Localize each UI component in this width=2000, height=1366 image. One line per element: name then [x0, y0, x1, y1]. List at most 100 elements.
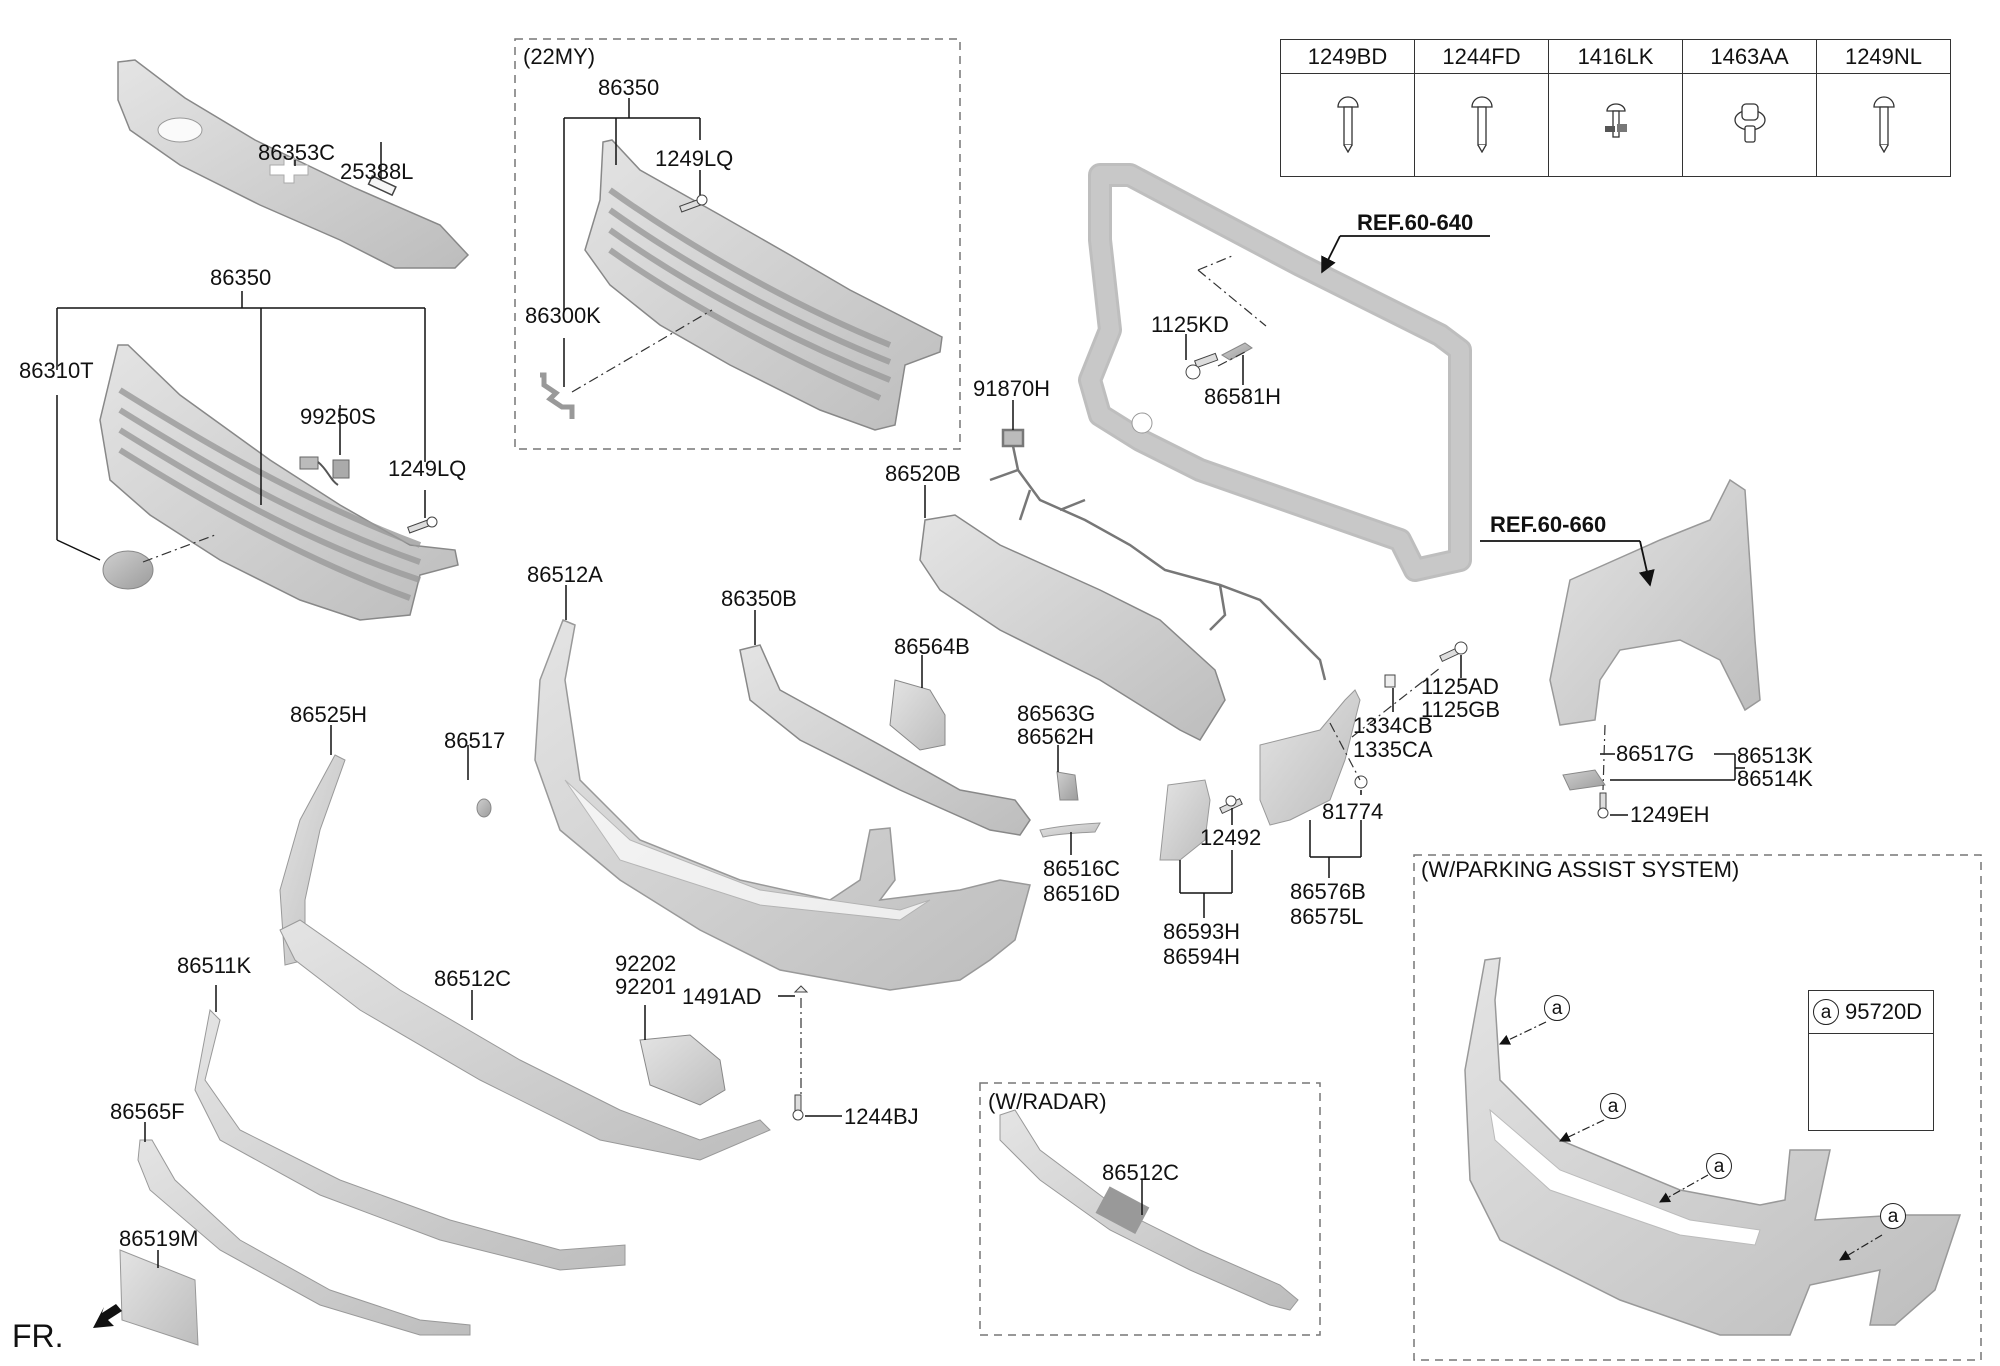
part-86563g-bracket[interactable]	[1056, 771, 1079, 801]
part-86310t-emblem[interactable]	[102, 550, 154, 590]
part-label-86353c[interactable]: 86353C	[258, 140, 336, 165]
part-label-86350[interactable]: 86350	[210, 265, 272, 290]
part-label-86564b[interactable]: 86564B	[894, 634, 970, 659]
part-label-1249lq-22my[interactable]: 1249LQ	[655, 146, 734, 171]
part-label-99250s[interactable]: 99250S	[300, 404, 376, 429]
part-86517-plug[interactable]	[476, 798, 492, 818]
part-label-86512c-radar[interactable]: 86512C	[1102, 1160, 1180, 1185]
part-label-86512c[interactable]: 86512C	[434, 966, 512, 991]
part-1125kd-bolt[interactable]	[1185, 352, 1219, 380]
sensor-callout-a[interactable]: a	[1880, 1203, 1906, 1229]
part-1249eh-screw[interactable]	[1597, 792, 1609, 819]
part-label-86565f[interactable]: 86565F	[110, 1099, 185, 1124]
part-ref-60-660-fender[interactable]	[1549, 478, 1761, 726]
fastener-cell-1463aa[interactable]	[1682, 73, 1817, 177]
part-label-86514k[interactable]: 86514K	[1737, 766, 1813, 791]
part-label-86517[interactable]: 86517	[444, 728, 506, 753]
fastener-cell-1249nl[interactable]	[1816, 73, 1951, 177]
sensor-callout-a[interactable]: a	[1544, 995, 1570, 1021]
part-label-1244bj[interactable]: 1244BJ	[844, 1104, 919, 1129]
part-86512c-lower-grille[interactable]	[279, 919, 771, 1161]
part-label-91870h[interactable]: 91870H	[973, 376, 1051, 401]
part-label-86300k[interactable]: 86300K	[525, 303, 601, 328]
part-label-86576b[interactable]: 86576B	[1290, 879, 1366, 904]
sensor-callout-a[interactable]: a	[1706, 1153, 1732, 1179]
fastener-header: 1463AA	[1682, 39, 1817, 74]
part-99250s-camera[interactable]	[299, 456, 350, 486]
part-12492-screw[interactable]	[1219, 795, 1243, 815]
part-label-1334cb[interactable]: 1334CB	[1353, 713, 1433, 738]
part-1249lq-screw[interactable]	[407, 516, 438, 534]
part-label-86594h[interactable]: 86594H	[1163, 944, 1241, 969]
part-label-1249lq[interactable]: 1249LQ	[388, 456, 467, 481]
part-86516c-trim[interactable]	[1039, 822, 1101, 838]
part-81774-clip[interactable]	[1354, 775, 1368, 789]
part-86581h-bracket[interactable]	[1220, 342, 1253, 361]
fastener-cell-1244fd[interactable]	[1414, 73, 1549, 177]
part-label-1125kd[interactable]: 1125KD	[1151, 312, 1229, 337]
part-label-92202[interactable]: 92202	[615, 951, 677, 976]
part-25388l-label[interactable]	[367, 174, 397, 197]
fr-arrow-icon	[93, 1304, 122, 1328]
part-label-86562h[interactable]: 86562H	[1017, 724, 1095, 749]
part-1125ad-bolt[interactable]	[1439, 641, 1468, 663]
ref-arrows	[1321, 235, 1655, 587]
sensor-callout-a[interactable]: a	[1600, 1093, 1626, 1119]
part-1249lq-screw-22my[interactable]	[679, 194, 708, 213]
part-label-1335ca[interactable]: 1335CA	[1353, 737, 1433, 762]
part-86300k-emblem-22my[interactable]	[540, 372, 575, 419]
part-label-1125gb[interactable]: 1125GB	[1421, 697, 1501, 722]
part-86593h-side-garnish[interactable]	[1159, 779, 1211, 861]
part-86513k-bracket[interactable]	[1562, 769, 1606, 791]
part-label-1125ad[interactable]: 1125AD	[1421, 674, 1499, 699]
part-label-86581h[interactable]: 86581H	[1204, 384, 1282, 409]
part-label-1249eh[interactable]: 1249EH	[1630, 802, 1710, 827]
fastener-reference-table: 1249BD 1244FD 1416LK 1463AA 1249NL	[1280, 39, 1951, 177]
fastener-header: 1249NL	[1816, 39, 1951, 74]
part-label-86512a[interactable]: 86512A	[527, 562, 603, 587]
part-86350-22my-radiator-grille[interactable]	[584, 139, 943, 431]
part-label-95720d[interactable]: 95720D	[1845, 999, 1923, 1024]
part-86512a-front-bumper-cover[interactable]	[534, 619, 1031, 991]
fastener-cell-1249bd[interactable]	[1280, 73, 1415, 177]
part-86350-radiator-grille[interactable]	[99, 344, 459, 621]
part-label-86516d[interactable]: 86516D	[1043, 881, 1121, 906]
part-label-92201[interactable]: 92201	[615, 974, 677, 999]
part-86350b-lower-grille[interactable]	[739, 644, 1031, 836]
part-label-86525h[interactable]: 86525H	[290, 702, 368, 727]
part-86512c-radar-lower-grille[interactable]	[999, 1109, 1299, 1311]
part-label-86519m[interactable]: 86519M	[119, 1226, 199, 1251]
part-86520b-energy-absorber[interactable]	[919, 514, 1226, 741]
part-label-12492[interactable]: 12492	[1200, 825, 1262, 850]
ref-60-660-label[interactable]: REF.60-660	[1490, 512, 1607, 537]
part-label-86310t[interactable]: 86310T	[19, 358, 94, 383]
part-label-86511k[interactable]: 86511K	[177, 953, 252, 978]
part-label-86563g[interactable]: 86563G	[1017, 701, 1096, 726]
part-86564b-bracket[interactable]	[889, 679, 946, 751]
part-label-86520b[interactable]: 86520B	[885, 461, 961, 486]
part-label-81774[interactable]: 81774	[1322, 799, 1384, 824]
part-86511k-lower-trim[interactable]	[194, 1008, 626, 1271]
part-92202-fog-lamp[interactable]	[639, 1034, 726, 1106]
part-1491ad-clip[interactable]	[793, 985, 809, 993]
part-label-86350b[interactable]: 86350B	[721, 586, 797, 611]
part-91870h-wiring-harness[interactable]	[989, 428, 1327, 681]
part-86565f-skid-plate[interactable]	[137, 1139, 471, 1336]
part-label-25388l[interactable]: 25388L	[340, 159, 414, 184]
part-1244bj-screw[interactable]	[792, 1094, 804, 1121]
part-label-1491ad[interactable]: 1491AD	[682, 984, 762, 1009]
part-label-86350-22my[interactable]: 86350	[598, 75, 660, 100]
part-ref-60-640-front-end-module[interactable]	[1078, 163, 1472, 582]
part-label-86513k[interactable]: 86513K	[1737, 743, 1813, 768]
part-label-86593h[interactable]: 86593H	[1163, 919, 1241, 944]
part-86519m-license-bracket[interactable]	[119, 1249, 199, 1346]
part-1334cb-nut[interactable]	[1384, 674, 1396, 688]
part-86576b-side-bracket[interactable]	[1259, 689, 1361, 826]
fastener-cell-1416lk[interactable]	[1548, 73, 1683, 177]
part-label-86516c[interactable]: 86516C	[1043, 856, 1121, 881]
part-86353c-grille-upper-cover[interactable]	[117, 59, 470, 269]
ref-60-640-label[interactable]: REF.60-640	[1357, 210, 1474, 235]
sensor-callout-a: a	[1813, 999, 1839, 1025]
part-label-86517g[interactable]: 86517G	[1616, 741, 1695, 766]
part-label-86575l[interactable]: 86575L	[1290, 904, 1364, 929]
